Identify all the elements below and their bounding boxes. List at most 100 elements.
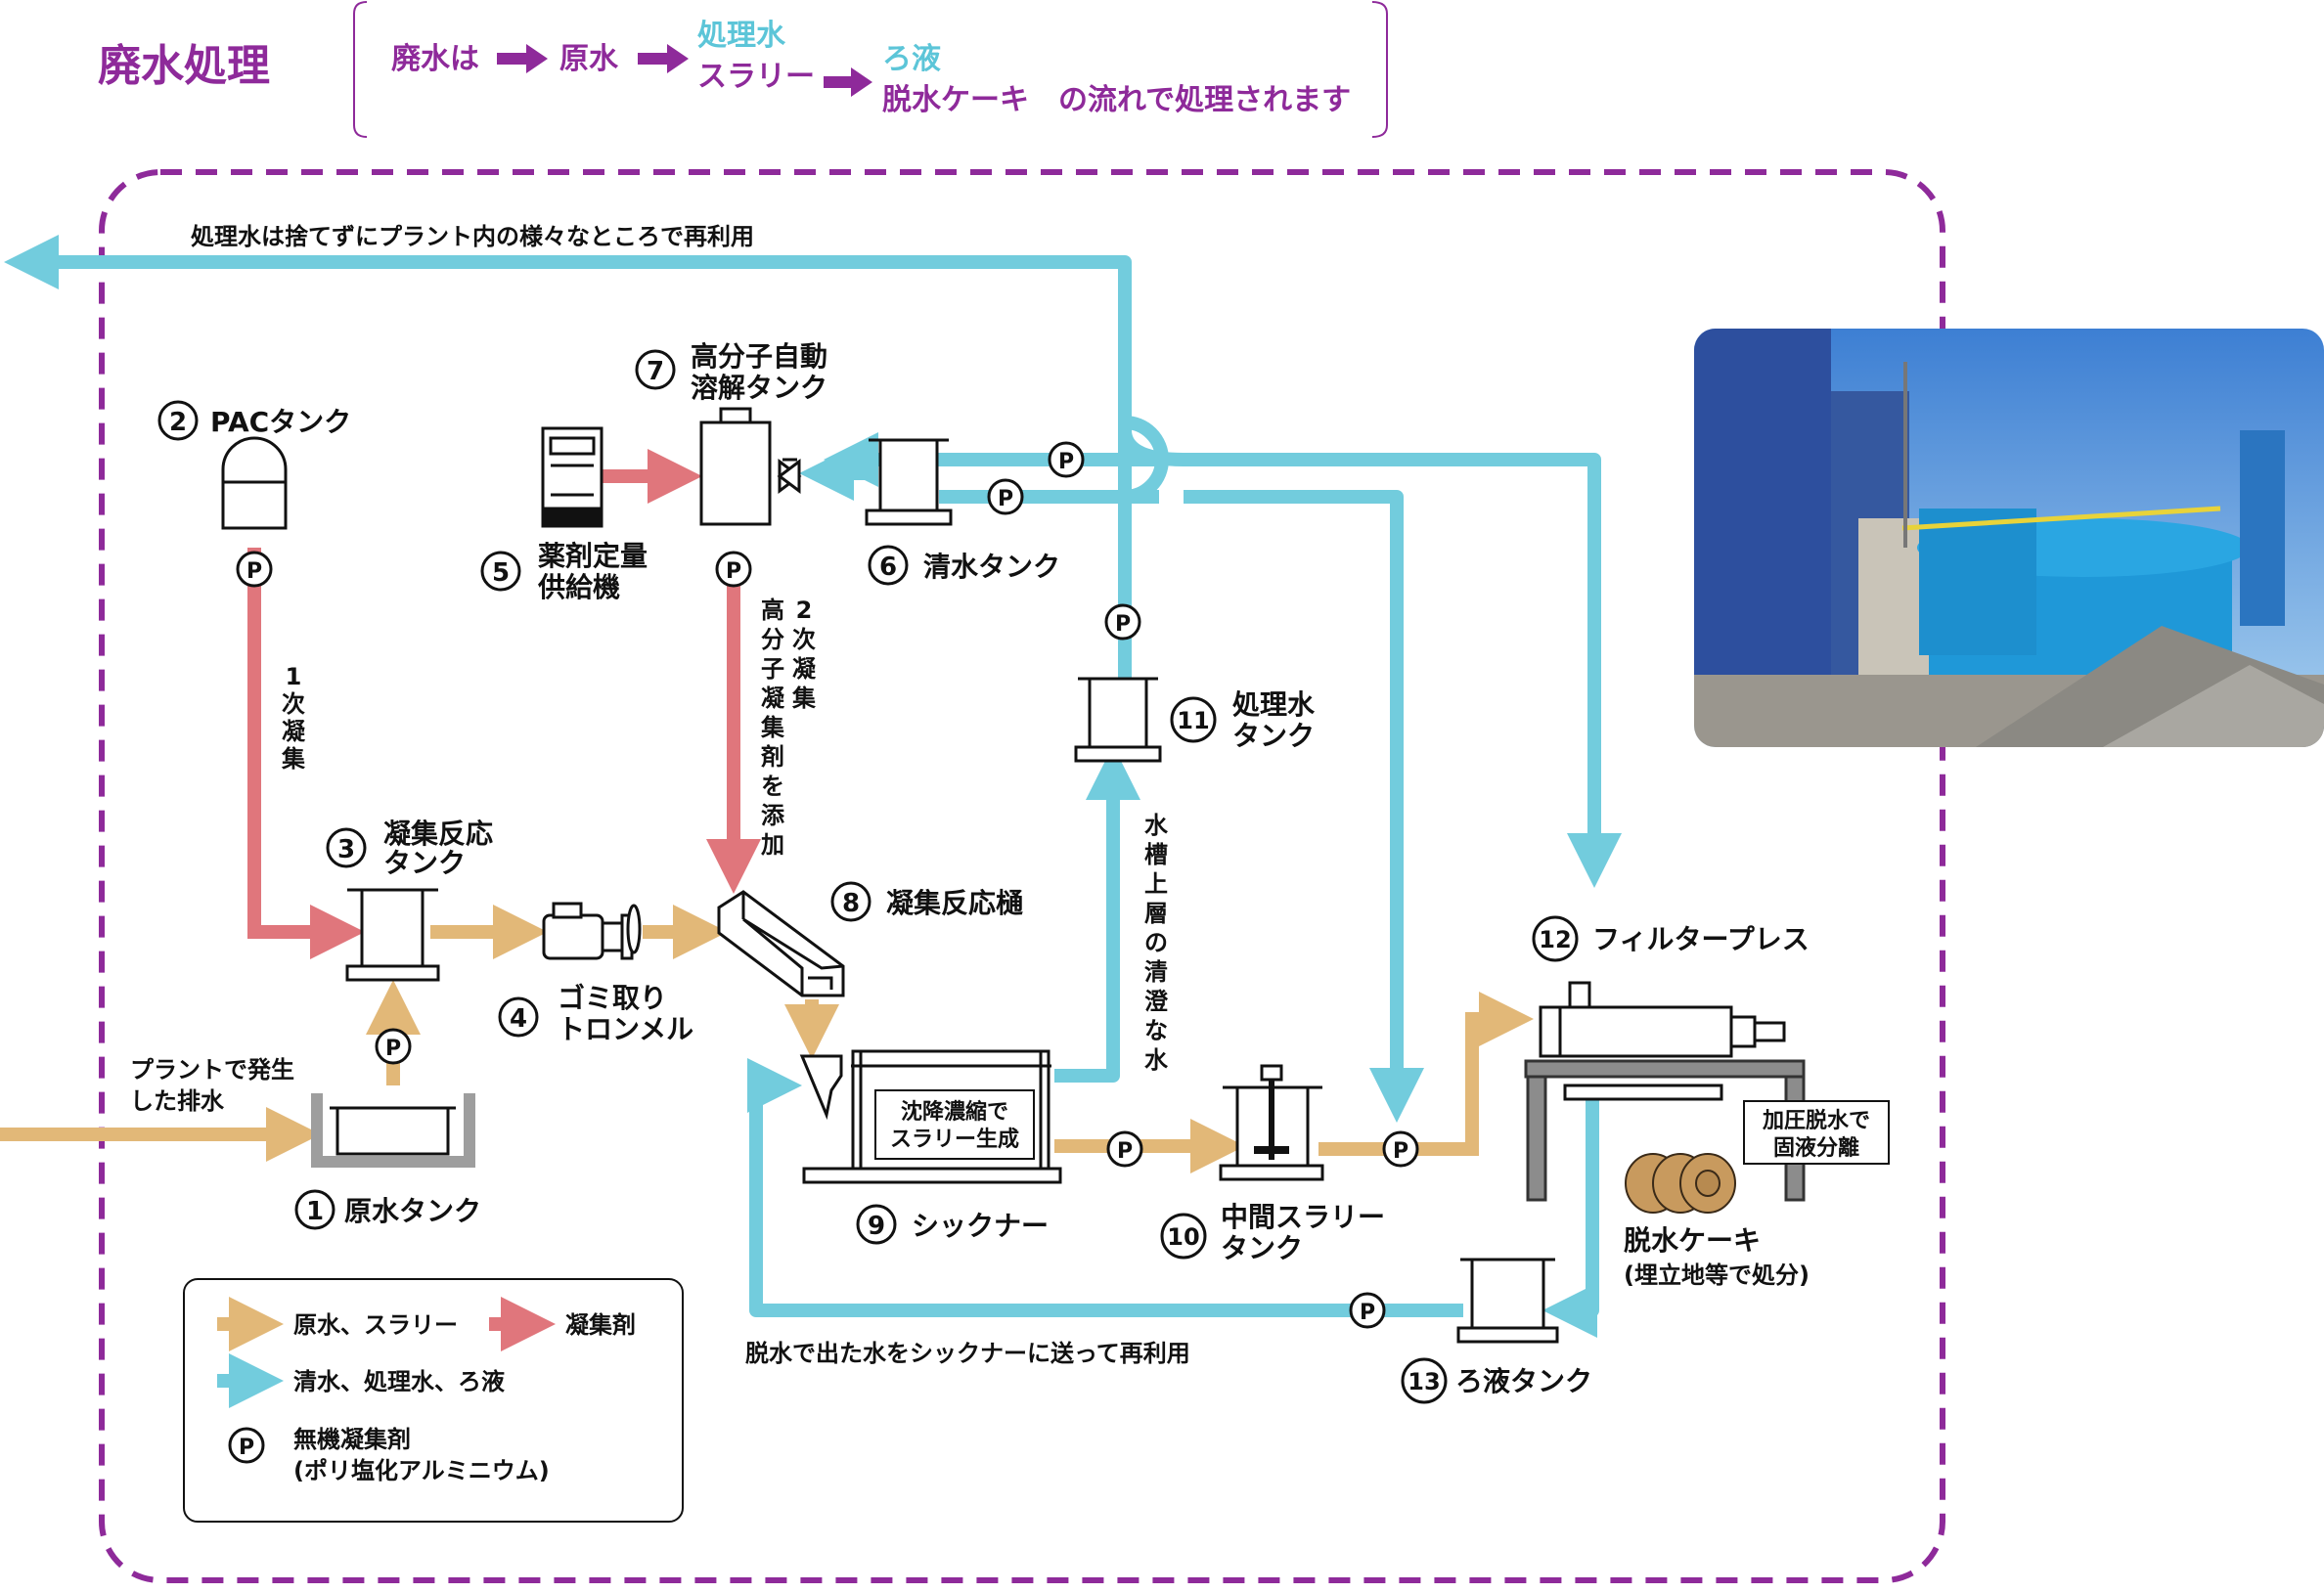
press-box-line2: 固液分離 — [1773, 1135, 1859, 1161]
svg-text:5: 5 — [492, 558, 510, 588]
svg-text:な: な — [1144, 1017, 1168, 1044]
svg-text:凝集反応: 凝集反応 — [383, 818, 493, 850]
svg-text:中間スラリー: 中間スラリー — [1221, 1201, 1385, 1233]
pump-thickener: P — [1106, 1130, 1143, 1168]
component-5: 5 薬剤定量 供給機 — [480, 540, 648, 603]
svg-text:澄: 澄 — [1144, 988, 1169, 1015]
svg-text:集: 集 — [281, 745, 306, 773]
svg-text:集: 集 — [791, 685, 817, 712]
plant-photo — [1694, 329, 2324, 747]
component-3: 3 凝集反応 タンク — [326, 818, 493, 879]
labels: 処理水は捨てずにプラント内の様々なところで再利用 脱水で出た水をシックナーに送っ… — [130, 223, 1870, 1404]
component-11: 11 処理水 タンク — [1170, 688, 1316, 752]
svg-text:6: 6 — [879, 553, 897, 582]
flow-start-text: 廃水は — [391, 42, 479, 76]
svg-text:清: 清 — [1144, 958, 1168, 986]
filtrate-tank — [1460, 1258, 1555, 1330]
pump-raw: P — [375, 1028, 412, 1065]
svg-text:12: 12 — [1539, 926, 1571, 953]
header-bracket-left — [353, 1, 368, 138]
component-13: 13 ろ液タンク — [1401, 1357, 1592, 1404]
svg-text:処理水: 処理水 — [1232, 688, 1316, 721]
cake-sub-label: (埋立地等で処分) — [1624, 1261, 1810, 1289]
svg-text:供給機: 供給機 — [537, 571, 620, 603]
legend-tan-label: 原水、スラリー — [293, 1311, 458, 1339]
svg-text:子: 子 — [761, 655, 784, 683]
header-bracket-right — [1371, 1, 1388, 138]
svg-text:高分子自動: 高分子自動 — [691, 340, 827, 373]
plant-water-note-1: プラントで発生 — [130, 1056, 294, 1084]
filter-press-line-2 — [1184, 490, 1424, 1123]
flow-arrow-1-head — [526, 44, 548, 73]
second-coag-note-b: 高 分 子 凝 集 剤 を 添 加 — [760, 597, 785, 859]
flow-filtrate-2: 脱水ケーキ — [882, 83, 1029, 117]
svg-text:タンク: タンク — [383, 847, 466, 879]
pump-reuse-1: P — [1048, 441, 1085, 478]
svg-text:P: P — [246, 559, 262, 584]
svg-text:ゴミ取り: ゴミ取り — [558, 982, 667, 1014]
reuse-top-note: 処理水は捨てずにプラント内の様々なところで再利用 — [191, 223, 754, 250]
svg-text:水: 水 — [1144, 1046, 1169, 1074]
svg-text:11: 11 — [1177, 707, 1209, 734]
svg-text:P: P — [726, 559, 741, 584]
legend-pump-icon — [228, 1427, 265, 1464]
thickener-box-line1: 沈降濃縮で — [901, 1099, 1008, 1125]
svg-text:P: P — [1058, 450, 1074, 474]
flow-treated-1: 処理水 — [697, 19, 786, 53]
mid-to-press — [1318, 992, 1534, 1156]
svg-text:P: P — [1393, 1139, 1408, 1164]
thickener-box-line2: スラリー生成 — [890, 1128, 1019, 1152]
component-9: 9 シックナー — [856, 1204, 1049, 1245]
trommel — [542, 902, 642, 960]
svg-text:13: 13 — [1408, 1368, 1440, 1395]
clear-water-note: 水 槽 上 層 の 清 澄 な 水 — [1144, 812, 1169, 1074]
thickener — [799, 1049, 1062, 1184]
flow-arrow-3-head — [851, 67, 872, 97]
first-coag-note: 1 次 凝 集 — [281, 663, 306, 773]
component-2: 2 PACタンク — [157, 400, 351, 441]
svg-text:凝: 凝 — [282, 718, 306, 745]
svg-text:清水タンク: 清水タンク — [923, 551, 1060, 583]
component-4: 4 ゴミ取り トロンメル — [498, 982, 693, 1045]
reuse-line-top — [4, 235, 1132, 685]
svg-text:次: 次 — [282, 690, 305, 718]
legend-pump-label: 無機凝集剤 — [293, 1426, 411, 1453]
pipe-bridge — [1124, 416, 1169, 504]
svg-text:タンク: タンク — [1232, 720, 1315, 752]
svg-text:P: P — [239, 1436, 254, 1460]
flow-end-text: の流れで処理されます — [1058, 83, 1351, 117]
svg-text:を: を — [761, 773, 784, 800]
svg-text:層: 層 — [1144, 900, 1168, 927]
svg-text:高: 高 — [761, 597, 784, 624]
pump-mid: P — [1382, 1130, 1419, 1168]
svg-text:7: 7 — [647, 357, 664, 386]
svg-text:8: 8 — [842, 889, 860, 918]
svg-text:PACタンク: PACタンク — [210, 406, 351, 438]
plant-boundary — [99, 169, 1945, 1583]
svg-text:水: 水 — [1144, 812, 1169, 839]
svg-text:4: 4 — [510, 1004, 527, 1034]
svg-text:剤: 剤 — [760, 743, 784, 771]
svg-text:槽: 槽 — [1144, 841, 1168, 868]
svg-text:凝: 凝 — [792, 655, 817, 683]
thickener-to-treated — [1054, 745, 1140, 1083]
component-7: 7 高分子自動 溶解タンク — [635, 340, 827, 404]
plant-water-note-2: した排水 — [130, 1087, 225, 1115]
mid-slurry-tank — [1219, 1064, 1324, 1181]
page-title: 廃水処理 — [98, 41, 270, 91]
svg-text:の: の — [1144, 929, 1168, 956]
pump-reuse-2: P — [987, 478, 1024, 515]
feeder — [541, 426, 603, 528]
flow-arrow-2-head — [667, 44, 689, 73]
svg-text:加: 加 — [761, 831, 784, 859]
press-box-line1: 加圧脱水で — [1762, 1109, 1870, 1133]
svg-text:凝: 凝 — [761, 685, 785, 712]
pump-pac: P — [236, 551, 273, 588]
press-note-box — [1743, 1100, 1890, 1165]
flow-filtrate-1: ろ液 — [882, 42, 941, 76]
pumps: P P P P P P P P P — [236, 441, 1419, 1329]
svg-text:P: P — [998, 487, 1013, 511]
svg-text:P: P — [1115, 612, 1131, 637]
component-6: 6 清水タンク — [868, 545, 1060, 586]
